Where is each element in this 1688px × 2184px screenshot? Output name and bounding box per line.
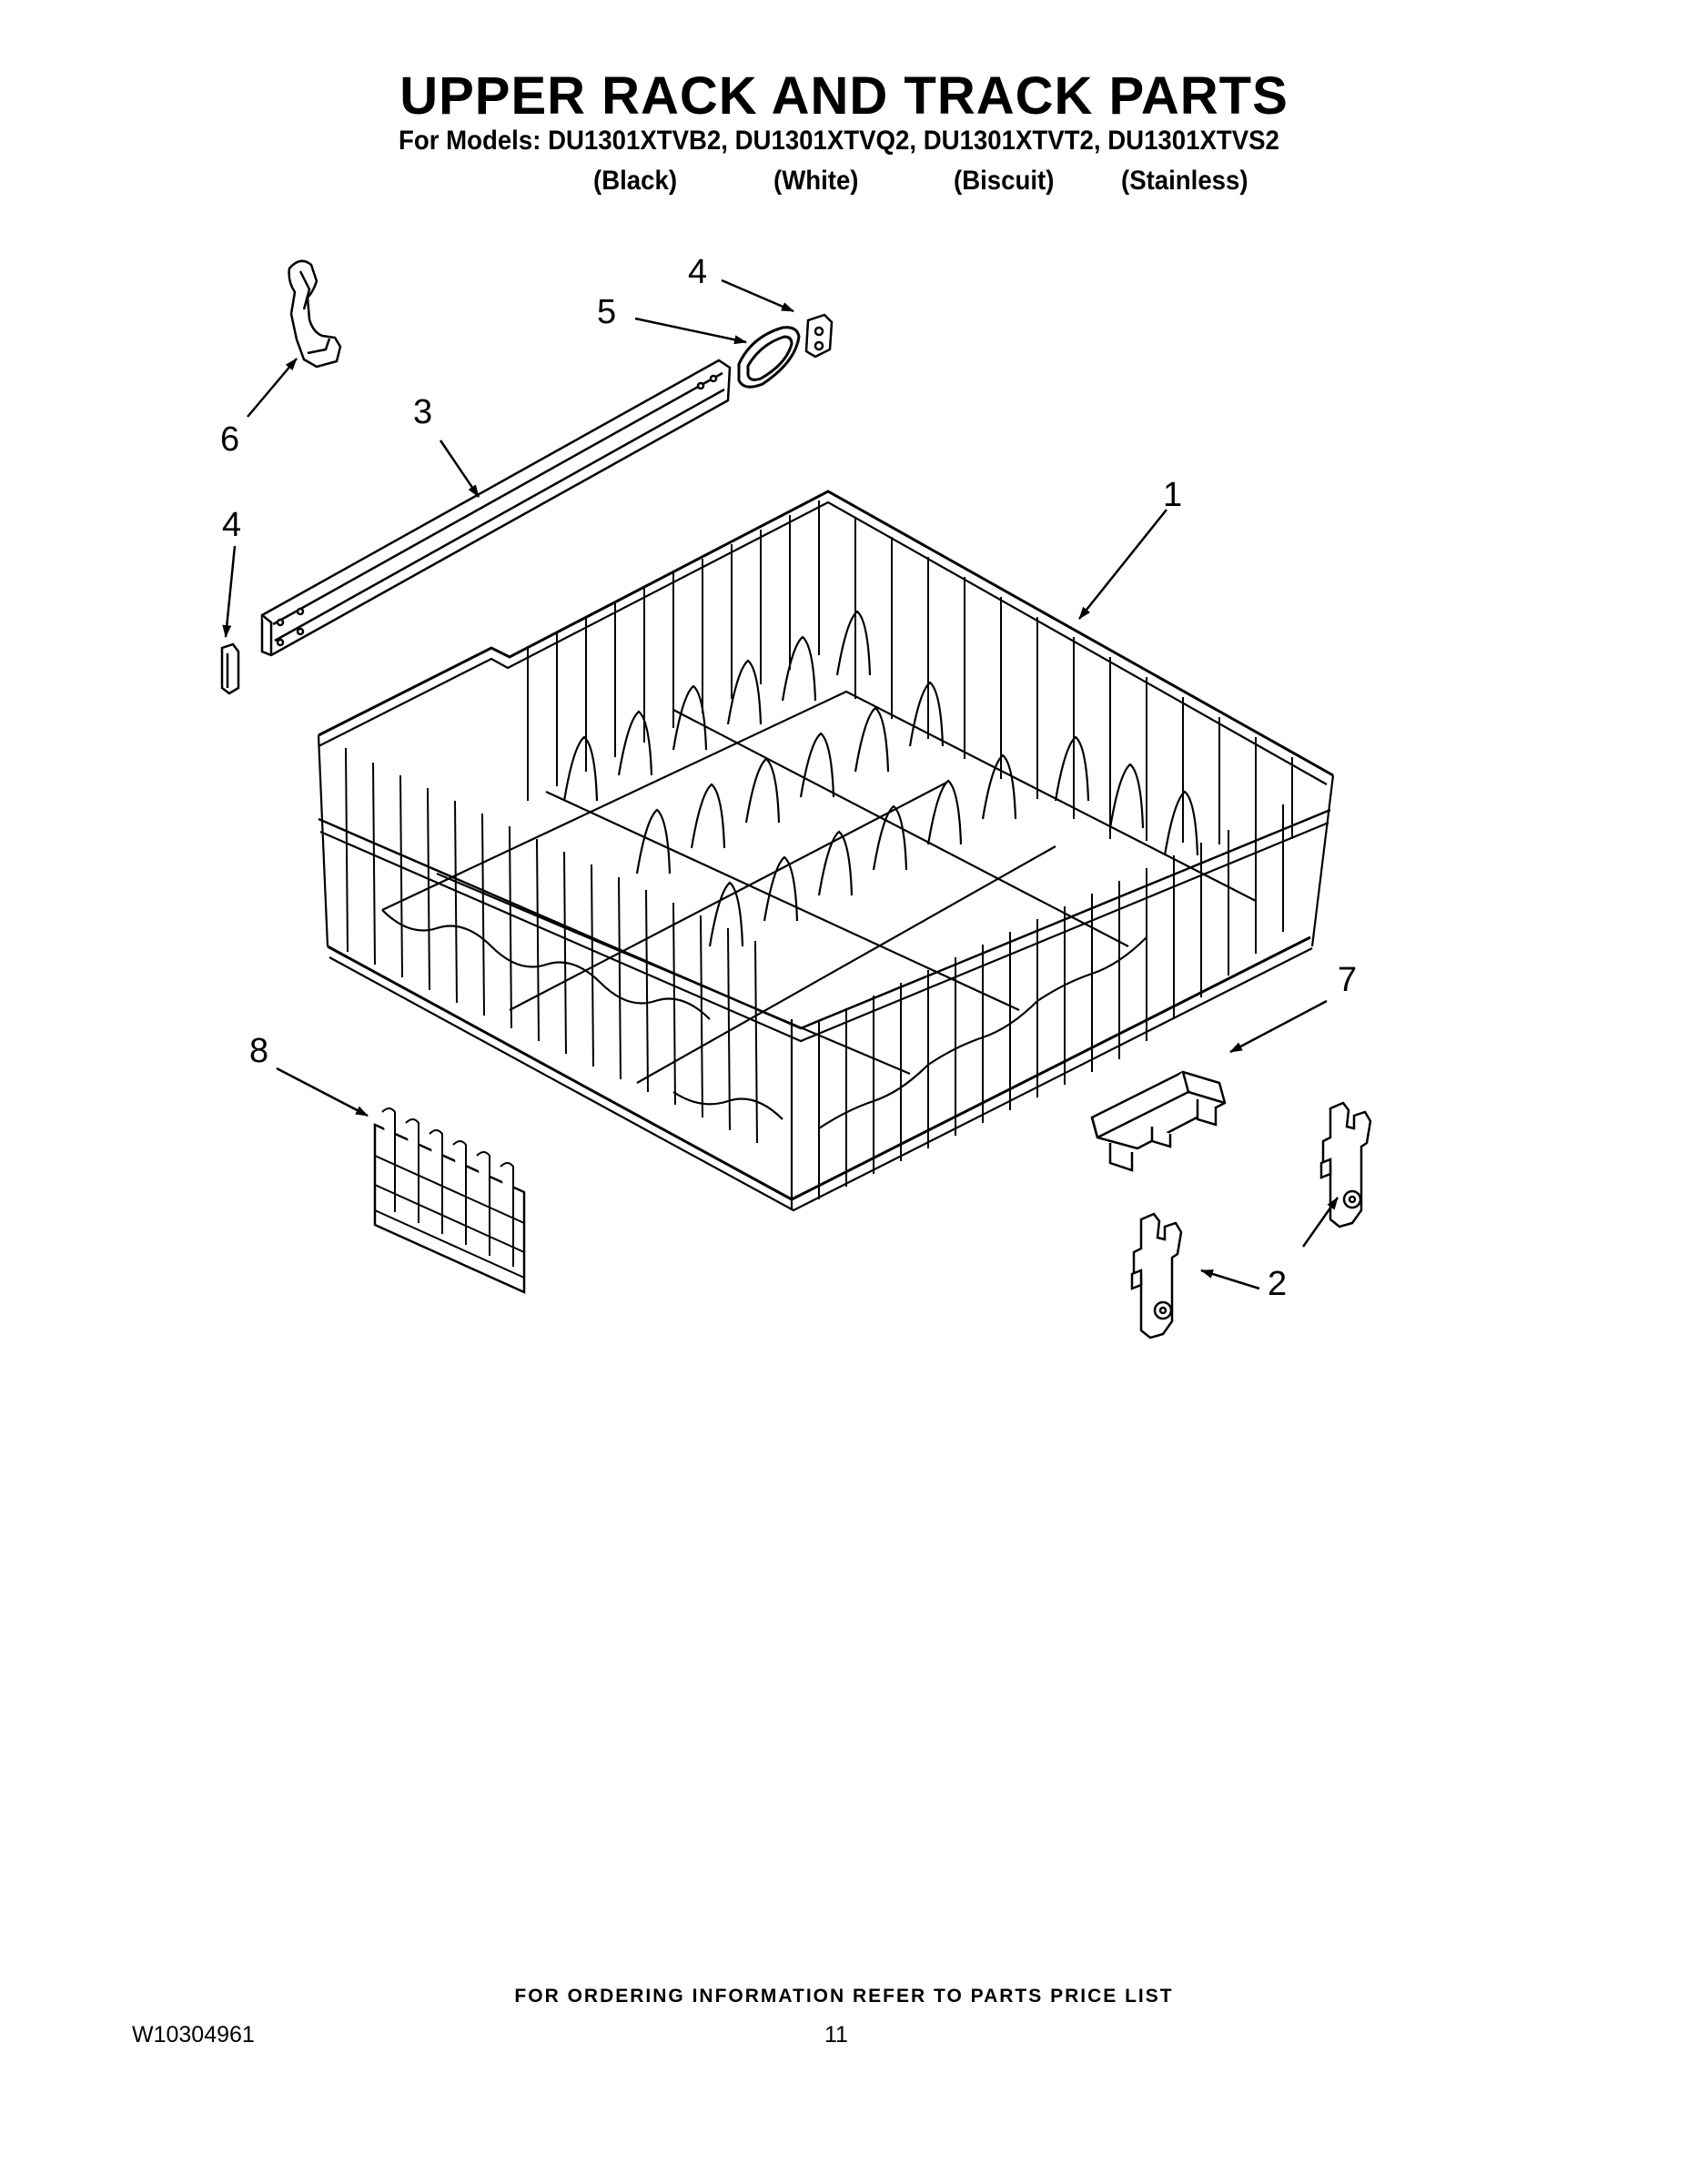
leader-4-upper [721,278,794,313]
callout-7: 7 [1338,961,1358,999]
leader-1 [1078,509,1167,620]
callout-3: 3 [413,393,433,431]
callout-2: 2 [1268,1265,1288,1303]
document-number: W10304961 [132,2022,255,2048]
part-2-roller-a [1319,1101,1372,1228]
callout-8: 8 [249,1032,269,1070]
part-2-roller-b [1130,1212,1183,1340]
color-label-white: (White) [773,166,859,196]
callout-4-lower: 4 [222,506,242,544]
part-1-upper-rack [317,490,1335,1212]
part-5-end-cap [737,326,801,389]
page-number: 11 [824,2022,848,2048]
part-3-track [260,359,732,657]
callout-5: 5 [597,293,617,331]
leader-2b [1200,1269,1260,1290]
leader-7 [1229,999,1328,1054]
leader-4-lower [222,545,237,638]
part-4-upper-stop [804,313,834,359]
color-label-stainless: (Stainless) [1121,166,1248,196]
callout-1: 1 [1163,476,1183,514]
leader-3 [439,440,480,498]
leader-arrows [222,278,1339,1290]
part-7-positioner [1090,1070,1227,1172]
leader-8 [276,1067,369,1117]
callout-4-upper: 4 [688,253,708,291]
leader-2a [1301,1197,1339,1248]
part-6-clip [288,259,342,369]
callout-6: 6 [220,420,240,459]
part-4-lower-stop [220,642,240,695]
models-line: For Models: DU1301XTVB2, DU1301XTVQ2, DU… [399,126,1279,156]
leader-5 [634,317,747,345]
leader-6 [247,358,298,418]
color-label-biscuit: (Biscuit) [954,166,1055,196]
part-8-tine-insert [373,1107,526,1294]
ordering-note: FOR ORDERING INFORMATION REFER TO PARTS … [514,1986,1174,2007]
color-label-black: (Black) [593,166,678,196]
page-title: UPPER RACK AND TRACK PARTS [399,66,1289,126]
